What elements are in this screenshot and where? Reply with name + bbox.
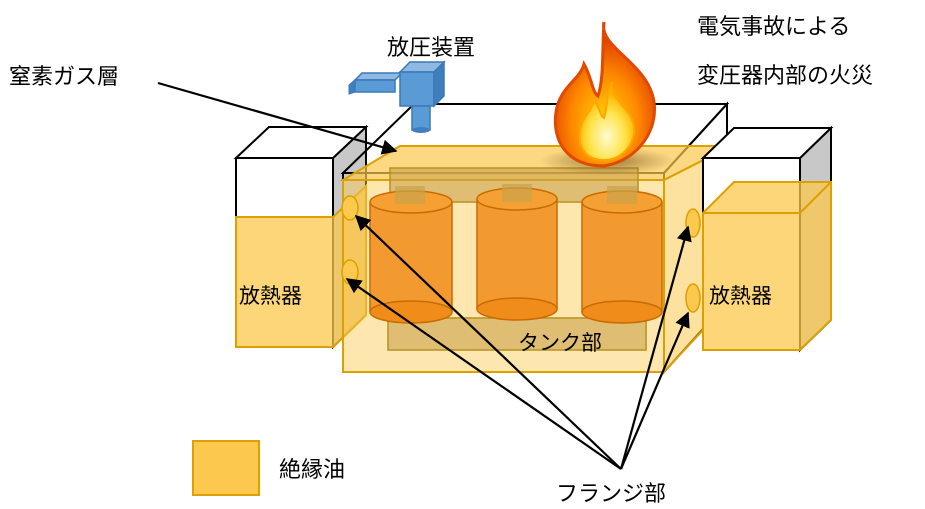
- coil-2: [476, 187, 558, 321]
- core-limb-2: [502, 184, 532, 202]
- pointer-arrows: [157, 81, 692, 470]
- pressure-relief-valve-icon: [348, 60, 446, 133]
- label-radiator-left: 放熱器: [239, 284, 302, 308]
- flange-right: [685, 208, 701, 313]
- radiator-left: [233, 124, 369, 350]
- core-limb-3: [607, 186, 637, 204]
- coil-3: [581, 190, 663, 324]
- label-fire-line1: 電気事故による: [697, 15, 850, 40]
- core-limb-1: [395, 186, 425, 204]
- radiator-right: [700, 125, 834, 353]
- arrow-flange-2: [345, 278, 622, 470]
- label-flange: フランジ部: [556, 482, 666, 507]
- flange-left: [341, 195, 359, 285]
- legend-swatch-oil: [192, 440, 260, 496]
- arrow-flange-4: [619, 311, 690, 470]
- arrow-nitrogen: [157, 81, 398, 155]
- arrow-flange-3: [619, 225, 692, 470]
- arrow-flange-1: [354, 214, 622, 470]
- fire-icon: [553, 21, 657, 168]
- label-nitrogen-layer: 窒素ガス層: [9, 65, 119, 90]
- label-fire-line2: 変圧器内部の火災: [697, 64, 873, 89]
- label-radiator-right: 放熱器: [709, 284, 772, 308]
- label-tank: タンク部: [518, 331, 602, 355]
- label-pressure-relief: 放圧装置: [387, 36, 475, 61]
- label-insulating-oil: 絶縁油: [279, 458, 345, 483]
